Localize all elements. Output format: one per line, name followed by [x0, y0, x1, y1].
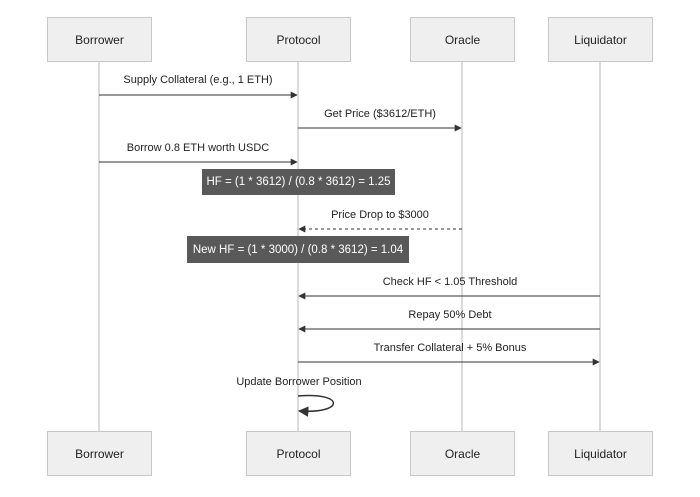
participant-label: Protocol: [276, 32, 321, 47]
participant-protocol-top: Protocol: [246, 17, 351, 62]
participant-label: Protocol: [276, 446, 321, 461]
note-new-health-factor: New HF = (1 * 3000) / (0.8 * 3612) = 1.0…: [187, 236, 409, 263]
participant-label: Borrower: [75, 32, 124, 47]
participant-protocol-bottom: Protocol: [246, 431, 351, 476]
participant-oracle-top: Oracle: [410, 17, 515, 62]
participant-label: Borrower: [75, 446, 124, 461]
participant-oracle-bottom: Oracle: [410, 431, 515, 476]
message-borrow: Borrow 0.8 ETH worth USDC: [126, 142, 270, 154]
message-check-hf: Check HF < 1.05 Threshold: [382, 276, 518, 288]
participant-label: Liquidator: [574, 32, 627, 47]
message-price-drop: Price Drop to $3000: [331, 209, 429, 221]
participant-label: Oracle: [444, 446, 481, 461]
participant-liquidator-top: Liquidator: [548, 17, 653, 62]
message-update: Update Borrower Position: [236, 376, 362, 388]
participant-borrower-top: Borrower: [47, 17, 152, 62]
participant-label: Oracle: [444, 32, 481, 47]
participant-borrower-bottom: Borrower: [47, 431, 152, 476]
participant-label: Liquidator: [574, 446, 627, 461]
message-transfer: Transfer Collateral + 5% Bonus: [373, 342, 527, 354]
message-supply: Supply Collateral (e.g., 1 ETH): [123, 74, 273, 86]
participant-liquidator-bottom: Liquidator: [548, 431, 653, 476]
message-repay: Repay 50% Debt: [408, 309, 492, 321]
note-health-factor: HF = (1 * 3612) / (0.8 * 3612) = 1.25: [202, 169, 395, 195]
message-get-price: Get Price ($3612/ETH): [324, 108, 436, 120]
arrow-update-self: [297, 394, 334, 417]
